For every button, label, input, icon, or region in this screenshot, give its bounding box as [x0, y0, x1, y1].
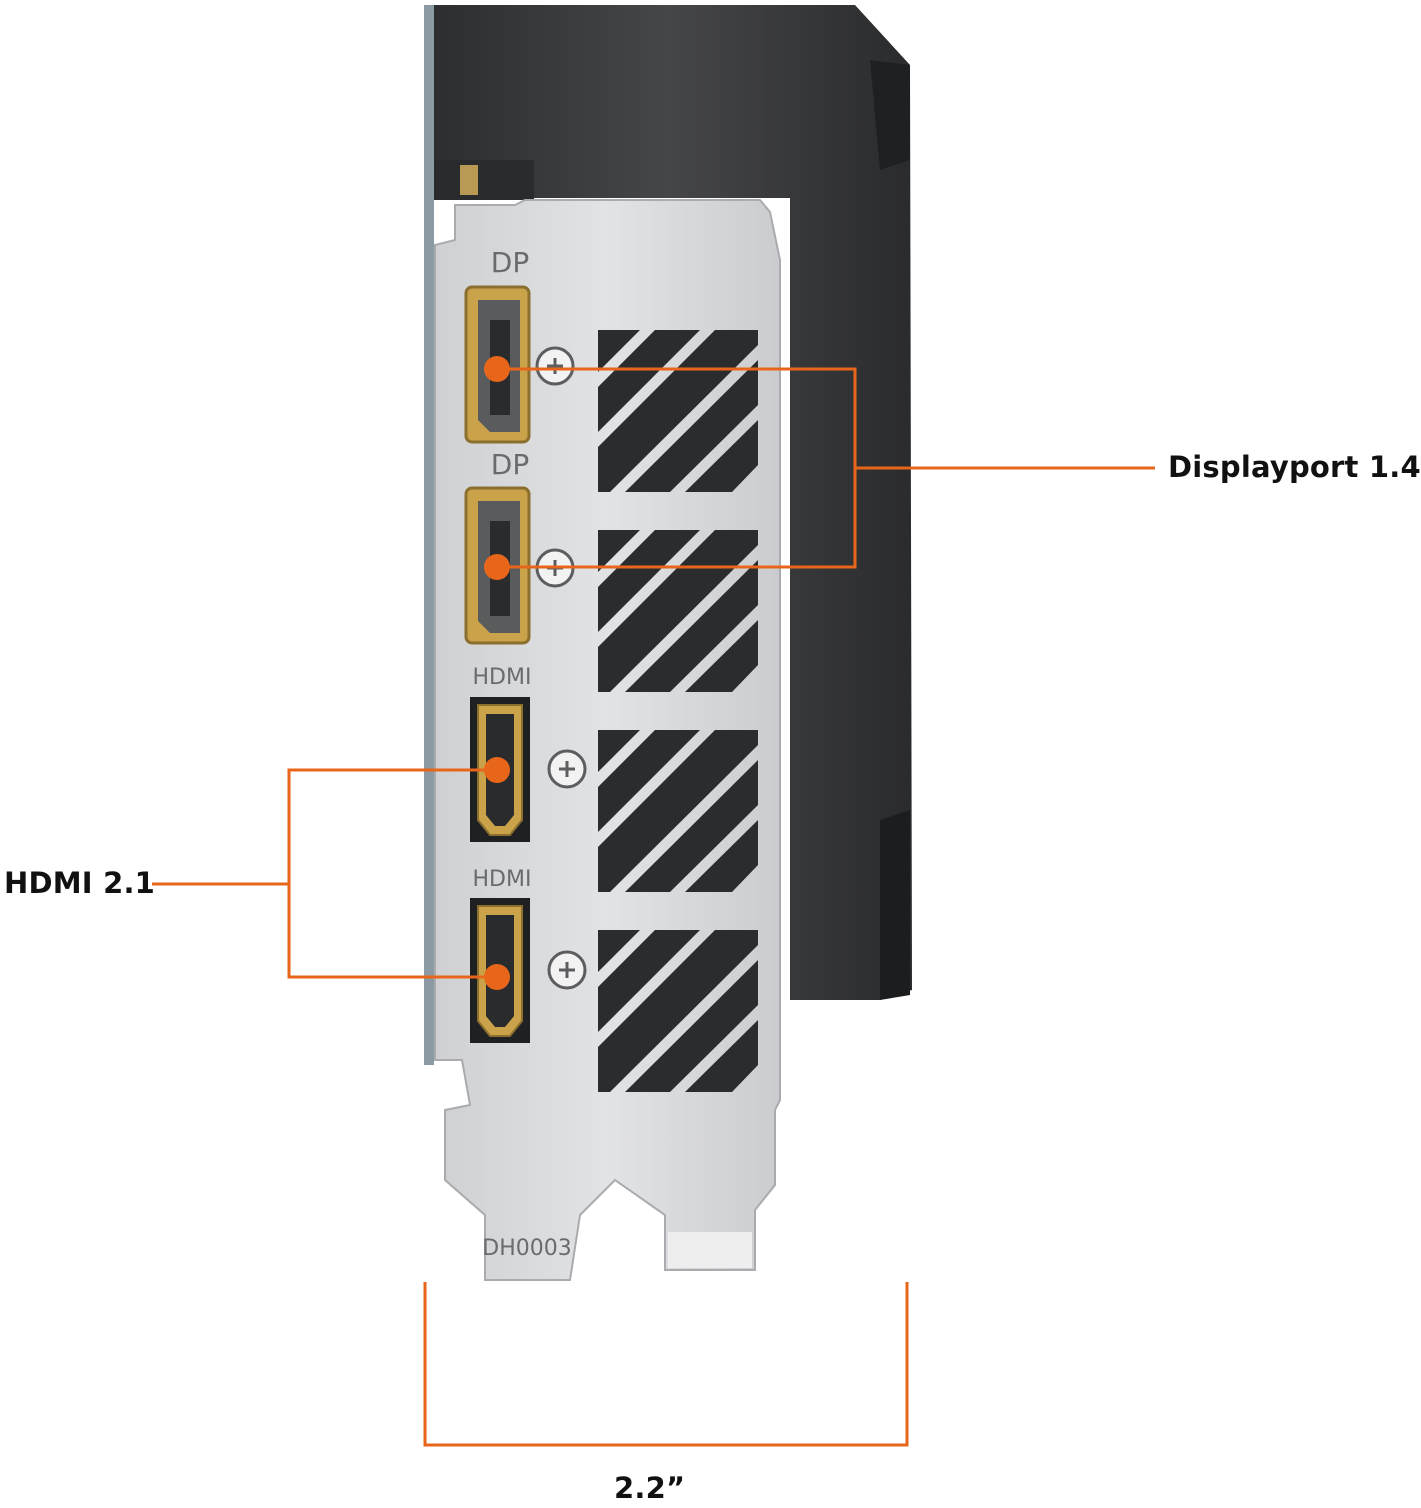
displayport-callout-label: Displayport 1.4: [1168, 450, 1421, 484]
width-dimension-bracket: [423, 1282, 909, 1447]
port-label-dp-1: DP: [491, 246, 529, 279]
displayport-marker-1: [484, 356, 510, 382]
part-code: DH0003: [482, 1236, 571, 1261]
hdmi-marker-1: [484, 757, 510, 783]
hdmi-callout-label: HDMI 2.1: [4, 866, 156, 900]
displayport-callout-leader: [497, 367, 1155, 569]
hdmi-marker-2: [484, 964, 510, 990]
port-label-hdmi-2: HDMI: [473, 867, 532, 892]
displayport-marker-2: [484, 554, 510, 580]
port-label-group: DP DP HDMI HDMI DH0003: [473, 246, 572, 1261]
screw-cross-icon: [547, 358, 575, 978]
width-dimension-label: 2.2”: [614, 1471, 686, 1505]
hdmi-callout-leader: [152, 768, 497, 979]
port-label-hdmi-1: HDMI: [473, 665, 532, 690]
port-label-dp-2: DP: [491, 448, 529, 481]
card-shroud: [424, 5, 912, 1065]
